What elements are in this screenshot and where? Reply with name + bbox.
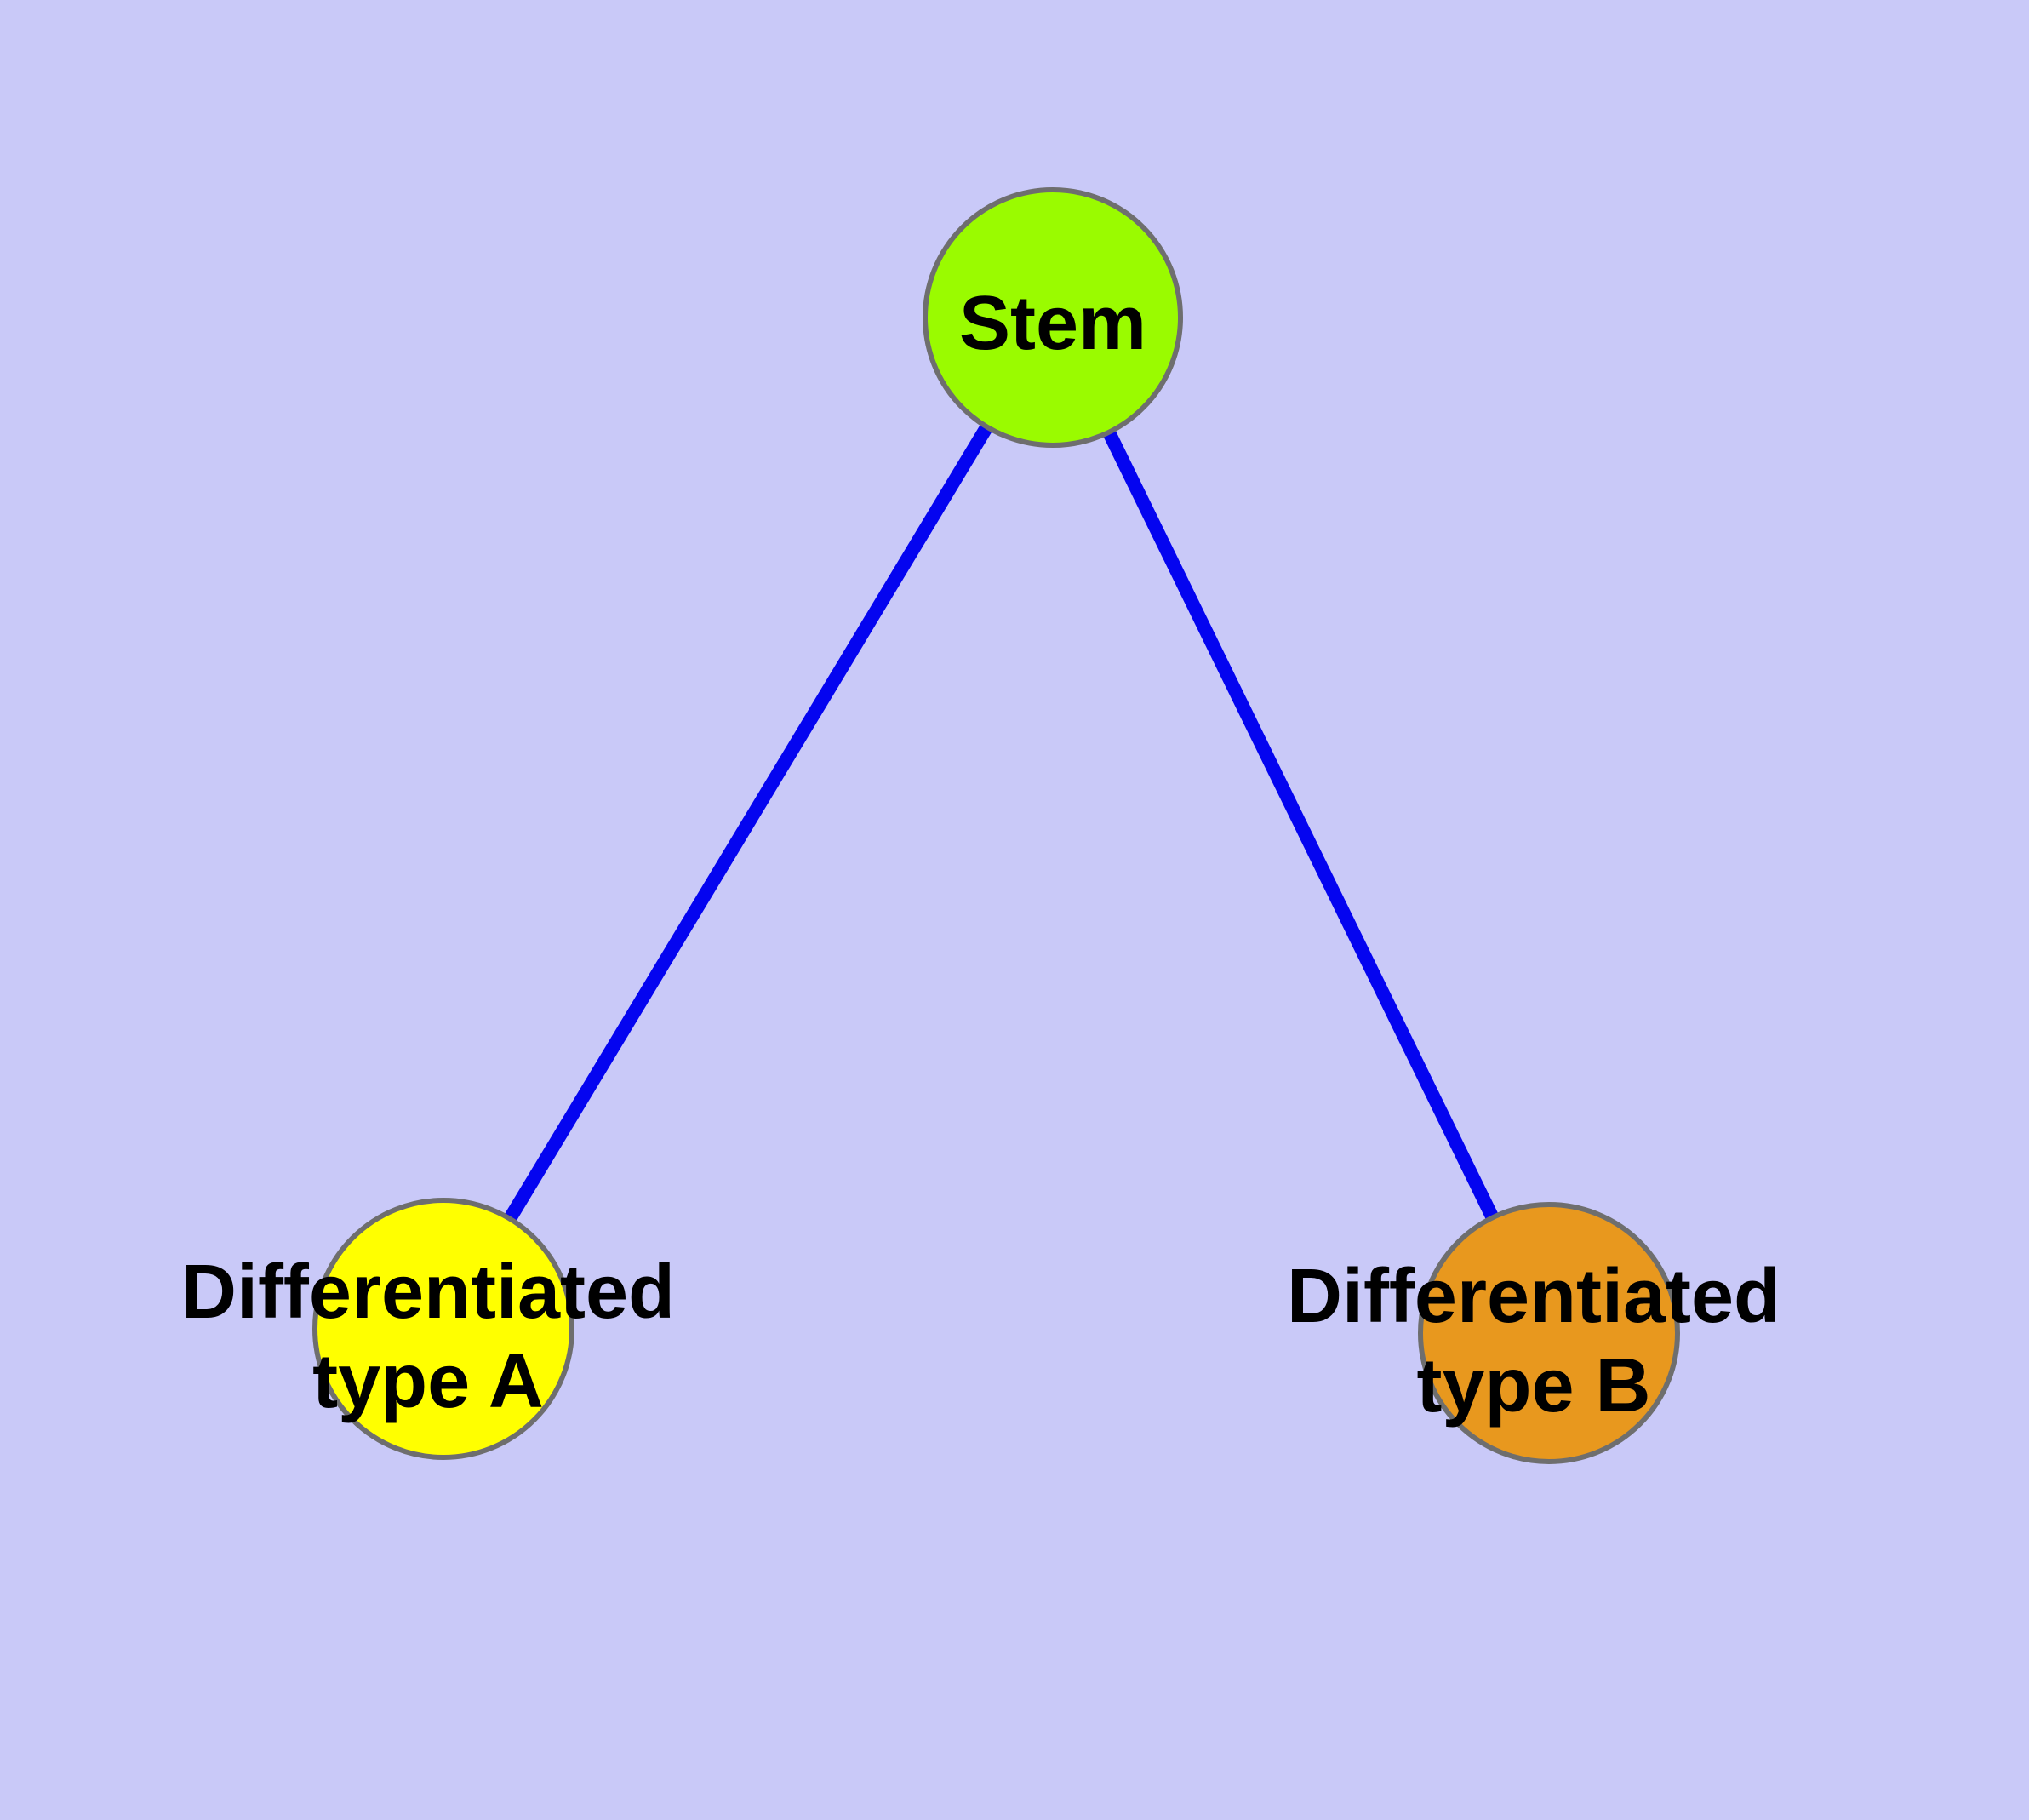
node-stem (923, 187, 1183, 448)
label-layer: Stem Differentiated type A Differentiate… (181, 281, 1780, 1428)
node-differentiated-type-a-label-line1: Differentiated (181, 1250, 675, 1335)
edge-layer (437, 313, 1556, 1336)
node-differentiated-type-b-label-line1: Differentiated (1287, 1254, 1780, 1339)
edge-stem-to-type-b (1046, 314, 1556, 1336)
edge-stem-to-type-a (437, 313, 1059, 1333)
node-differentiated-type-a-circle (312, 1198, 574, 1460)
node-differentiated-type-b (1418, 1202, 1680, 1464)
node-differentiated-type-b-circle (1418, 1202, 1680, 1464)
node-stem-circle (923, 187, 1183, 448)
node-differentiated-type-a (312, 1198, 574, 1460)
node-differentiated-type-b-label-line2: type B (1416, 1343, 1650, 1428)
node-differentiated-type-a-label-line2: type A (312, 1339, 544, 1424)
node-stem-label: Stem (959, 281, 1146, 366)
